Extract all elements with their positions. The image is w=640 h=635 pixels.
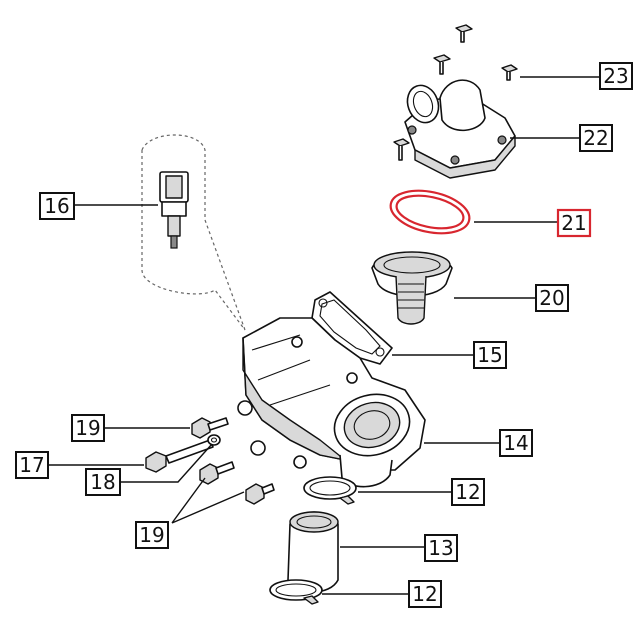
screw-23-mid [433,54,451,75]
callout-23-text: 23 [603,64,628,88]
callout-15: 15 [473,341,507,369]
hose-clamp-12-lower [269,579,323,605]
thermostat-20 [371,251,453,325]
callout-16-text: 16 [44,194,69,218]
thermostat-housing-cover [404,79,516,179]
callout-20: 20 [535,284,569,312]
callout-12-lower: 12 [408,580,442,608]
callout-16: 16 [39,192,75,220]
callout-14: 14 [499,429,533,457]
callout-14-text: 14 [503,431,528,455]
callout-18-text: 18 [90,470,115,494]
callout-12-upper-text: 12 [455,480,480,504]
callout-19-low: 19 [135,521,169,549]
callout-12-upper: 12 [451,478,485,506]
gasket-ring-21 [389,189,471,235]
callout-20-text: 20 [539,286,564,310]
screw-22-left [393,138,410,161]
sensor-17 [145,439,214,473]
bolt-19-mid [199,461,235,485]
thermostat-housing-14 [237,317,426,488]
bolt-19-top [191,417,229,439]
callout-17-text: 17 [19,453,44,477]
callout-12-lower-text: 12 [412,582,437,606]
callout-13-text: 13 [428,536,453,560]
leader-lines [49,76,600,595]
callout-19-top-text: 19 [75,416,100,440]
screw-23-right [501,64,518,81]
washer-18 [207,434,221,446]
temperature-sensor-16 [141,134,246,331]
callout-19-top: 19 [71,414,105,442]
callout-21: 21 [556,208,592,238]
callout-19-low-text: 19 [139,523,164,547]
callout-17: 17 [15,451,49,479]
callout-13: 13 [424,534,458,562]
callout-21-text: 21 [561,211,586,235]
hose-clamp-12-upper [303,476,357,505]
callout-15-text: 15 [477,343,502,367]
callout-23: 23 [599,62,633,90]
bolt-19-low [245,483,275,505]
hose-13 [287,511,339,593]
callout-22: 22 [579,124,613,152]
callout-18: 18 [85,468,121,496]
callout-22-text: 22 [583,126,608,150]
screw-23-top [455,24,473,43]
